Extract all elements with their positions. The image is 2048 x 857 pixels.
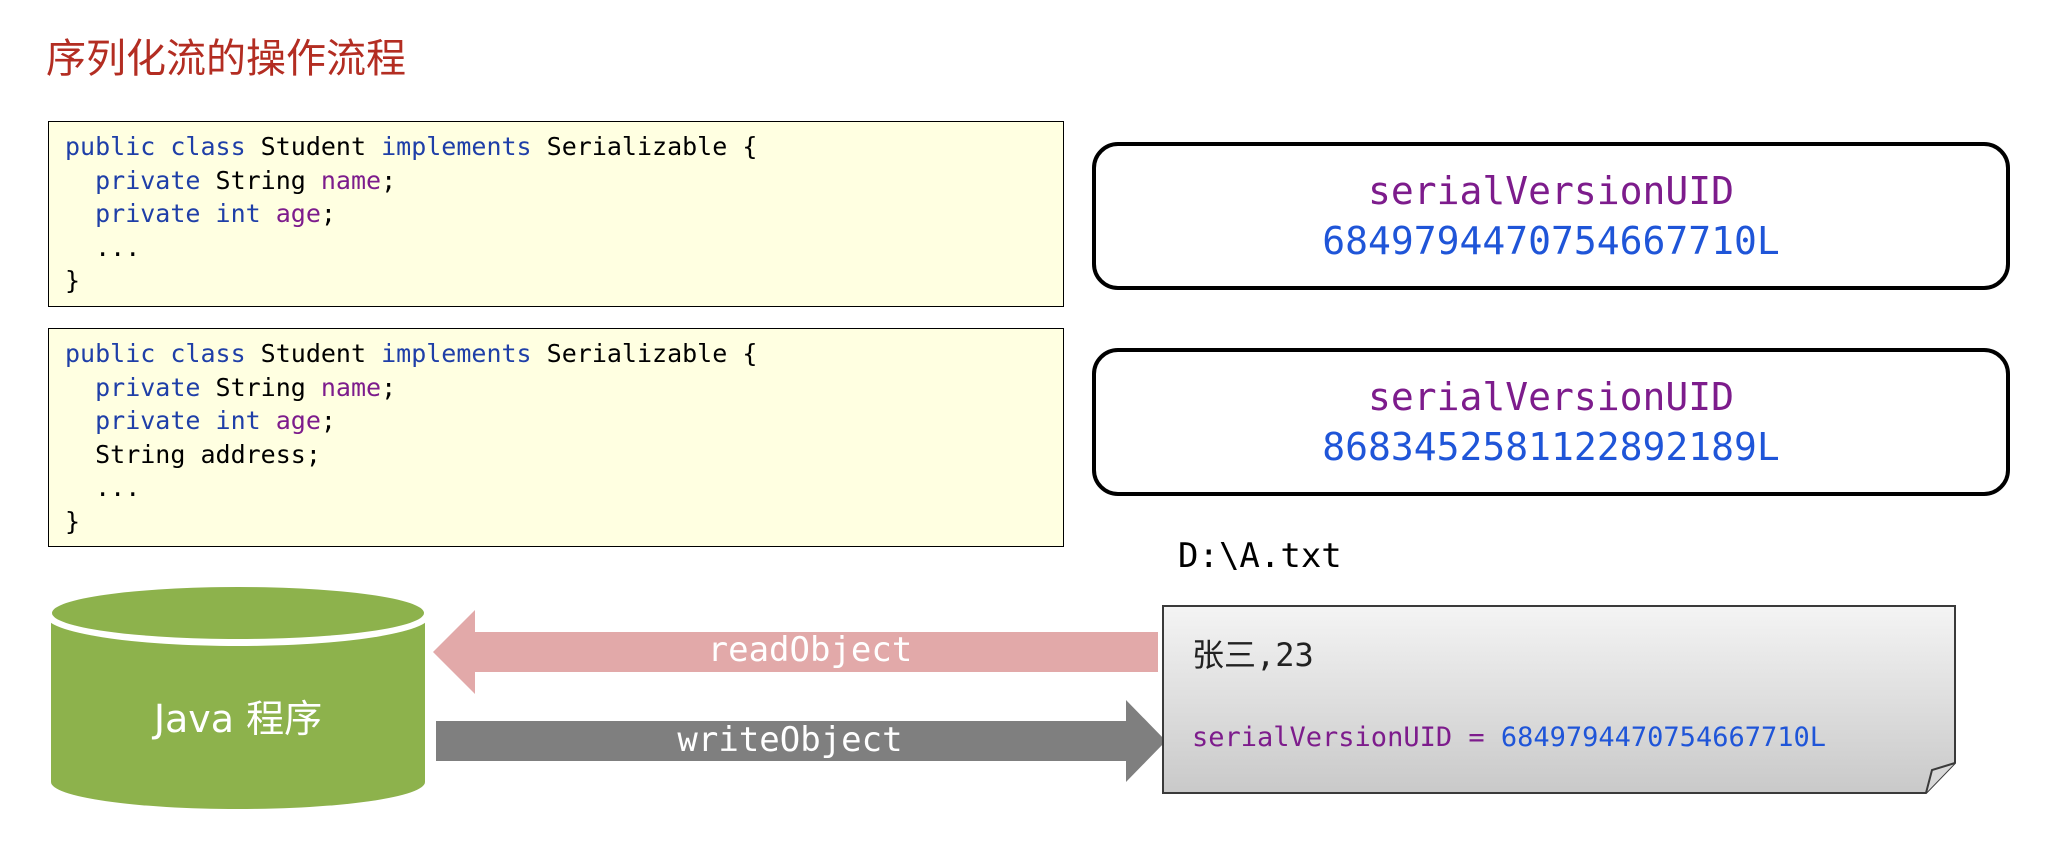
code-token: ... [65, 232, 141, 262]
code-token: ; [381, 372, 397, 402]
code-line: ... [65, 231, 1047, 265]
code-token: implements [381, 339, 547, 368]
code-token: Student [260, 132, 382, 161]
code-token: name [320, 165, 382, 195]
code-token: ; [320, 406, 336, 435]
write-object-label: writeObject [677, 720, 903, 760]
file-uid-value: 6849794470754667710L [1500, 722, 1826, 753]
code-block-modified-class: public class Student implements Serializ… [48, 328, 1064, 547]
file-uid-equals: = [1452, 722, 1501, 753]
code-token: } [65, 266, 81, 295]
code-token: private [65, 372, 216, 402]
uid-box-modified: serialVersionUID 8683452581122892189L [1092, 348, 2010, 496]
document-icon [1162, 605, 1956, 794]
code-token: age [275, 406, 321, 435]
code-token: age [275, 199, 321, 228]
code-token: private int [65, 199, 276, 228]
code-line: } [65, 264, 1047, 298]
code-token: String [215, 372, 321, 402]
code-token: private int [65, 406, 276, 435]
code-token: Serializable { [546, 132, 758, 161]
code-token: String address; [65, 439, 321, 469]
code-token: Student [260, 339, 382, 368]
code-line: private int age; [65, 404, 1047, 438]
code-line: ... [65, 471, 1047, 505]
database-cylinder-icon [46, 586, 430, 814]
code-token: ; [381, 165, 397, 195]
uid-label: serialVersionUID [1367, 375, 1735, 419]
code-token: } [65, 506, 81, 536]
file-uid-label: serialVersionUID [1192, 722, 1453, 753]
code-token: private [65, 165, 216, 195]
read-object-label: readObject [707, 630, 913, 670]
code-token: implements [381, 132, 547, 161]
code-token: name [320, 372, 382, 402]
code-token: ... [65, 473, 141, 502]
uid-value: 6849794470754667710L [1322, 219, 1780, 263]
code-line: } [65, 505, 1047, 539]
code-token: public class [65, 339, 261, 368]
file-path-label: D:\A.txt [1178, 536, 1342, 576]
code-token: Serializable { [546, 339, 758, 368]
java-program-label: Java 程序 [153, 697, 323, 741]
file-content-line: 张三,23 [1192, 636, 1314, 674]
read-object-arrow [433, 610, 1158, 694]
code-token: String [215, 165, 321, 195]
uid-label: serialVersionUID [1367, 169, 1735, 213]
code-token: public class [65, 132, 261, 161]
page-title: 序列化流的操作流程 [46, 36, 406, 82]
code-block-original-class: public class Student implements Serializ… [48, 121, 1064, 307]
uid-value: 8683452581122892189L [1322, 425, 1780, 469]
code-line: private String name; [65, 164, 1047, 198]
code-line: public class Student implements Serializ… [65, 337, 1047, 371]
code-line: private int age; [65, 197, 1047, 231]
code-line: private String name; [65, 371, 1047, 405]
code-line: public class Student implements Serializ… [65, 130, 1047, 164]
write-object-arrow [436, 700, 1166, 782]
uid-box-original: serialVersionUID 6849794470754667710L [1092, 142, 2010, 290]
code-line: String address; [65, 438, 1047, 472]
code-token: ; [320, 199, 336, 228]
file-uid-line: serialVersionUID = 6849794470754667710L [1192, 722, 1826, 753]
